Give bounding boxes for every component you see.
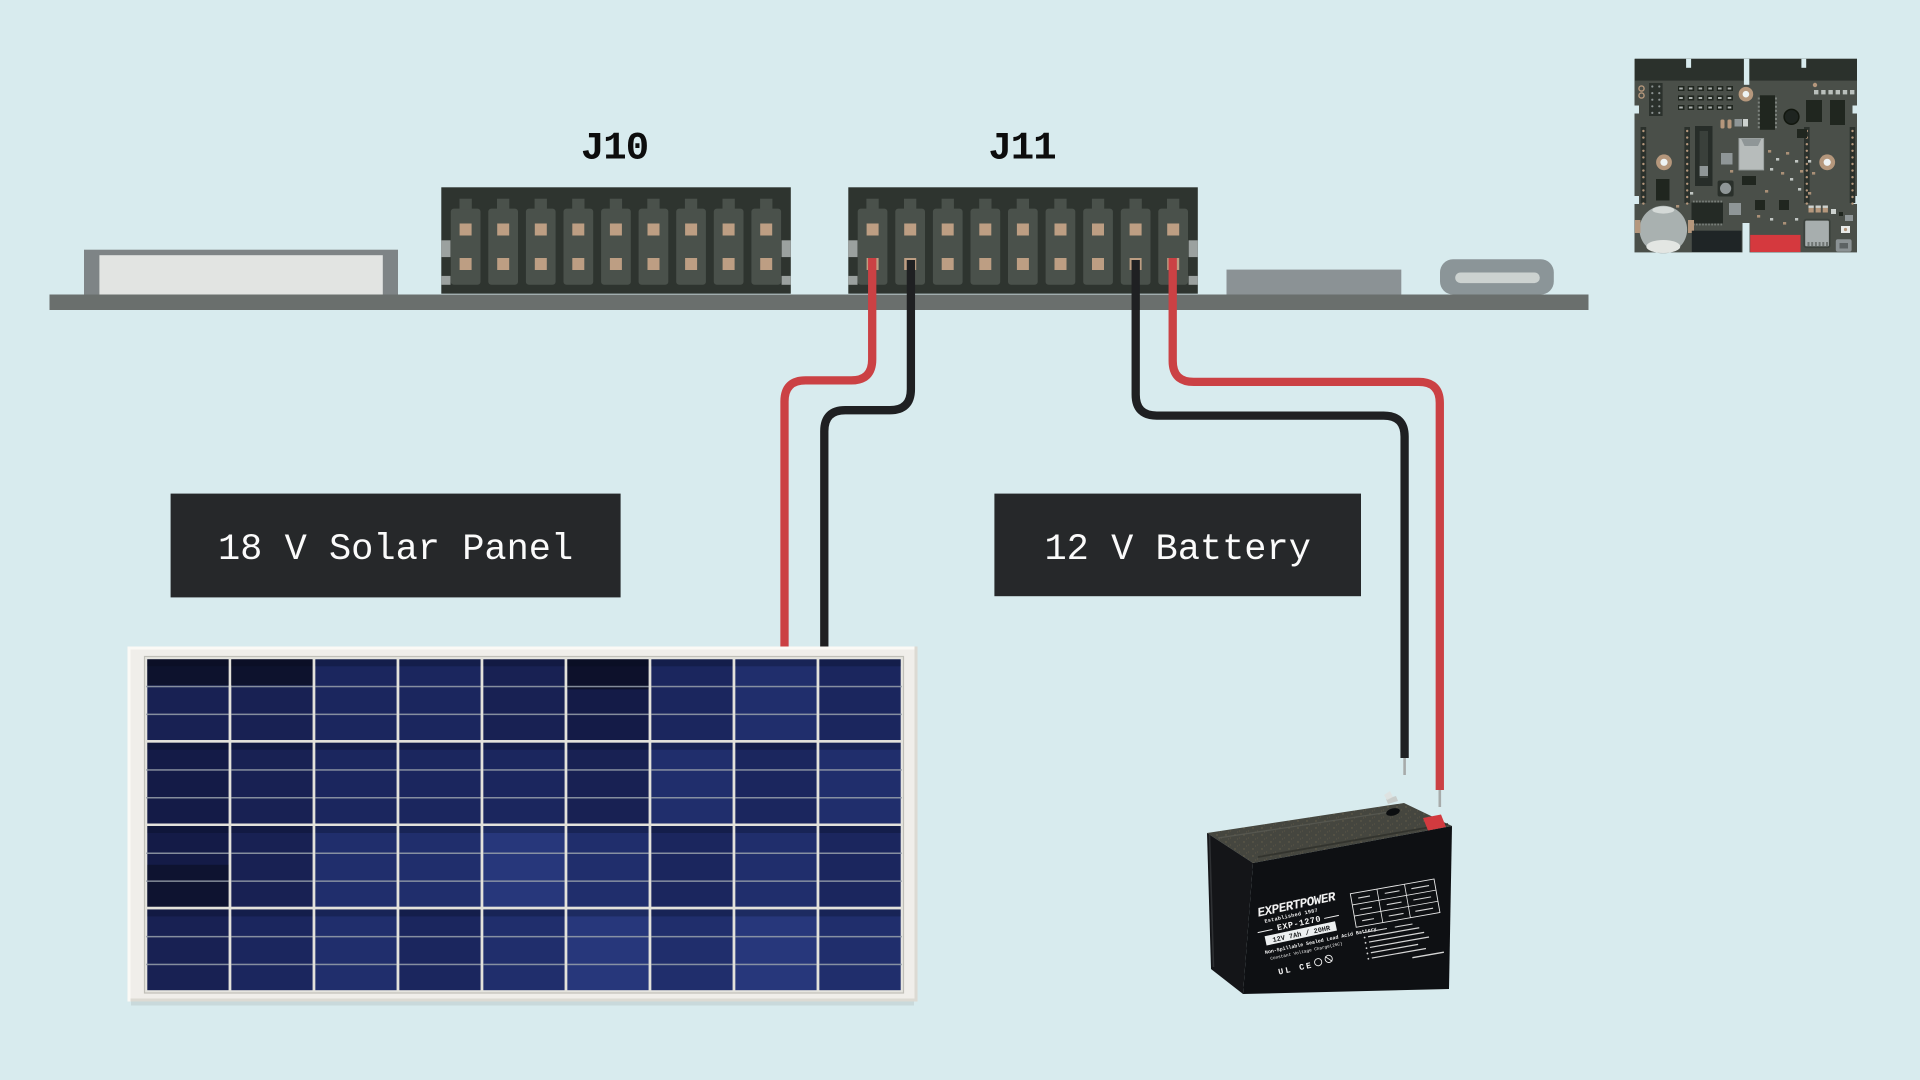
svg-text:18 V Solar Panel: 18 V Solar Panel [218, 529, 573, 571]
svg-text:J11: J11 [988, 127, 1055, 171]
svg-text:J10: J10 [581, 127, 648, 171]
svg-text:12 V Battery: 12 V Battery [1044, 529, 1310, 571]
